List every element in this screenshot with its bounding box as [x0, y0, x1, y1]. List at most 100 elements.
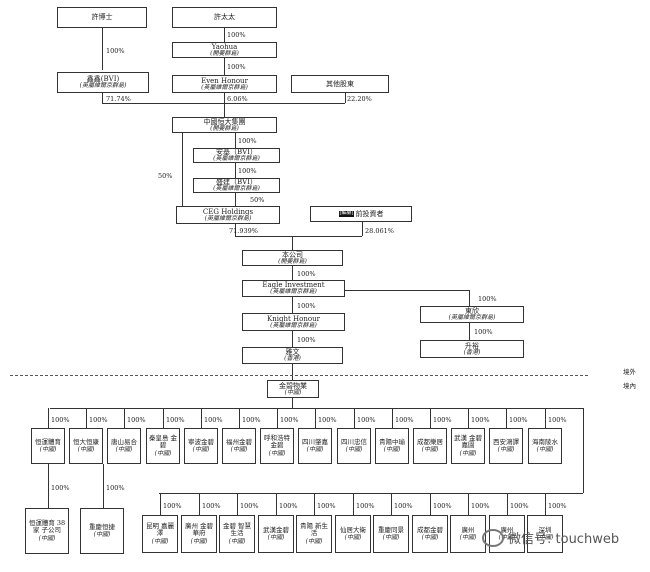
connector [124, 408, 125, 428]
company-place: (開曼群島) [278, 257, 307, 265]
subsidiary-box: 秦皇島 金碧(中國) [146, 428, 180, 464]
subsidiary-box: 仙居大衛(中國) [335, 515, 371, 553]
ownership-percent: 100% [106, 484, 125, 492]
subsidiary-name: 恒大恒康 [73, 437, 99, 446]
subsidiary-name: 深圳 [538, 525, 552, 534]
ownership-percent: 100% [240, 502, 259, 510]
ownership-percent: 100% [433, 416, 452, 424]
pct-eg-ceg: 50% [158, 172, 173, 180]
evergrande-box: 中國恒大集團 (開曼群島) [172, 117, 277, 133]
pct-dr-xinxin: 100% [106, 47, 125, 55]
ownership-percent: 100% [509, 416, 528, 424]
dr-hui-name: 許博士 [91, 13, 113, 22]
subsidiary-name: 成都金碧 [417, 525, 443, 534]
connector [50, 408, 583, 409]
even-honour-place: (英屬維爾京群島) [201, 83, 248, 91]
yaohua-box: Yaohua (開曼群島) [172, 42, 277, 58]
connector [430, 408, 431, 428]
connector [224, 58, 225, 75]
connector [292, 398, 293, 408]
redacted-mark: [編纂] [338, 210, 355, 217]
subsidiary-name: 唐山易合 [111, 437, 137, 446]
company-name: 本公司 [282, 250, 303, 259]
pct-xinxin: 71.74% [106, 95, 131, 103]
connector [545, 408, 546, 428]
subsidiary-box: 海南陵水(中國) [528, 428, 562, 464]
subsidiary-box: 武漢金碧(中國) [258, 515, 294, 553]
pct-other: 22.20% [347, 95, 372, 103]
pct-preipo: 28.061% [365, 227, 394, 235]
subsidiary-box: 唐山易合(中國) [107, 428, 141, 464]
subsidiary-box: 貴陽 新生活(中國) [296, 515, 332, 553]
connector [235, 224, 236, 236]
mrs-hui-name: 許太太 [214, 13, 235, 22]
subsidiary-place: (中國) [421, 534, 439, 542]
connector [235, 133, 236, 148]
shengyu-place: (香港) [463, 348, 481, 356]
ownership-percent: 100% [471, 416, 490, 424]
connector [469, 323, 470, 340]
subsidiary-place: (中國) [345, 446, 363, 454]
ownership-percent: 100% [163, 502, 182, 510]
subsidiary-box: 武漢 金碧嘉園(中國) [451, 428, 485, 464]
shengyu-name: 升裕 [465, 341, 479, 350]
connector [102, 28, 103, 70]
ownership-percent: 100% [89, 416, 108, 424]
yaohua-place: (開曼群島) [210, 49, 239, 57]
ownership-percent: 100% [357, 416, 376, 424]
subsidiary-box: 金碧 智慧生活(中國) [219, 515, 255, 553]
connector [469, 290, 470, 306]
subsidiary-box: 四川忠信(中國) [337, 428, 371, 464]
subsidiary-box: 恒大恒康(中國) [69, 428, 103, 464]
connector [506, 408, 507, 428]
subsidiary-place: (中國) [498, 534, 516, 542]
subsidiary-name: 海南陵水 [532, 437, 558, 446]
connector [292, 236, 293, 250]
even-honour-name: Even Honour [201, 76, 248, 85]
subsidiary-place: (中國) [306, 446, 324, 454]
pre-ipo-box: [編纂] 前投資者 [310, 206, 412, 222]
pre-ipo-name: 前投資者 [355, 209, 384, 218]
connector [159, 493, 583, 494]
subsidiary-place: (中國) [151, 538, 169, 546]
connector [392, 408, 393, 428]
pct-even: 6.06% [227, 95, 248, 103]
subsidiary-place: (中國) [38, 535, 56, 543]
subsidiary-place: (中國) [421, 446, 439, 454]
connector [235, 163, 236, 178]
pct-knight-yawen: 100% [297, 336, 316, 344]
subsidiary-box: 成都樂居(中國) [413, 428, 447, 464]
ownership-percent: 100% [204, 416, 223, 424]
yawen-place: (香港) [284, 355, 301, 363]
connector [354, 408, 355, 428]
subsidiary-box: 重慶恒捷(中國) [80, 508, 124, 554]
connector [507, 493, 508, 515]
subsidiary-name: 貴陽 新生活 [299, 521, 329, 538]
connector [345, 290, 469, 291]
pct-sj-ceg: 50% [250, 196, 265, 204]
connector [48, 464, 49, 508]
connector [235, 236, 362, 237]
connector [315, 408, 316, 428]
shengjian-name: 盛建（BVI） [216, 178, 257, 187]
connector [545, 493, 546, 515]
connector [391, 493, 392, 515]
subsidiary-name: 西安鴻譯 [493, 437, 519, 446]
connector [239, 408, 240, 428]
boundary-dashed-line [10, 375, 588, 376]
connector [314, 493, 315, 515]
connector [235, 193, 236, 206]
connector [583, 408, 584, 493]
yaohua-name: Yaohua [211, 42, 238, 51]
eagle-box: Eagle Investment (英屬維爾京群島) [242, 280, 345, 297]
subsidiary-name: 成都樂居 [417, 437, 443, 446]
subsidiary-place: (中國) [93, 531, 111, 539]
xinxin-place: (英屬維爾京群島) [79, 82, 127, 90]
yawen-box: 雅文 (香港) [242, 347, 343, 364]
subsidiary-box: 西安鴻譯(中國) [489, 428, 523, 464]
anji-place: (英屬維爾京群島) [213, 155, 260, 163]
eagle-place: (英屬維爾京群島) [270, 288, 317, 296]
jinbi-place: (中國) [284, 388, 302, 396]
ownership-percent: 100% [279, 502, 298, 510]
subsidiary-box: 呼和浩特 金碧(中國) [260, 428, 294, 464]
